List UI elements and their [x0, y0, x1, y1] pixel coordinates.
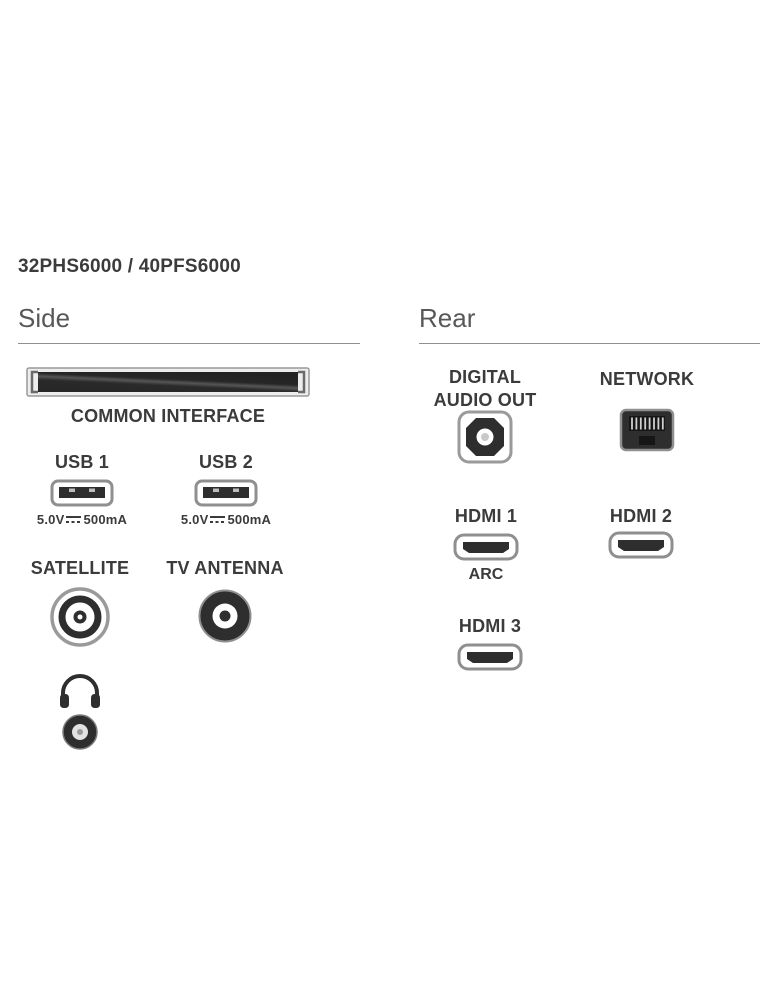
hdmi2-port-icon: [608, 531, 674, 559]
rear-section-divider: [419, 343, 760, 344]
usb1-power-suffix: 500mA: [83, 512, 128, 527]
dc-symbol-icon: [210, 515, 226, 524]
hdmi3-label: HDMI 3: [458, 616, 522, 636]
rear-section-heading: Rear: [419, 303, 476, 333]
usb2-power-suffix: 500mA: [227, 512, 272, 527]
tv-antenna-connector-icon: [197, 588, 253, 644]
usb2-power-prefix: 5.0V: [180, 512, 209, 527]
hdmi1-port-icon: [453, 533, 519, 561]
usb1-label: USB 1: [54, 452, 109, 472]
dc-symbol-icon: [66, 515, 82, 524]
digital-audio-out-label: DIGITAL AUDIO OUT: [433, 367, 537, 411]
usb2-power-rating: 5.0V 500mA: [162, 512, 290, 527]
usb1-power-prefix: 5.0V: [36, 512, 65, 527]
hdmi1-arc-label: ARC: [468, 566, 504, 583]
tv-antenna-label: TV ANTENNA: [166, 558, 284, 578]
headphone-jack-icon: [60, 712, 100, 752]
optical-audio-port-icon: [457, 410, 513, 464]
network-label: NETWORK: [599, 369, 695, 389]
model-title: 32PHS6000 / 40PFS6000: [18, 256, 241, 277]
side-section-heading: Side: [18, 303, 71, 333]
usb2-label: USB 2: [198, 452, 253, 472]
common-interface-label: COMMON INTERFACE: [70, 406, 266, 426]
hdmi2-label: HDMI 2: [609, 506, 673, 526]
side-section-divider: [18, 343, 360, 344]
usb1-power-rating: 5.0V 500mA: [18, 512, 146, 527]
hdmi3-port-icon: [457, 643, 523, 671]
satellite-connector-icon: [48, 585, 112, 649]
common-interface-slot-icon: [26, 367, 310, 397]
ethernet-port-icon: [619, 408, 675, 452]
hdmi1-label: HDMI 1: [454, 506, 518, 526]
headphones-icon: [58, 672, 102, 710]
usb2-port-icon: [194, 479, 258, 507]
usb1-port-icon: [50, 479, 114, 507]
satellite-label: SATELLITE: [30, 558, 130, 578]
